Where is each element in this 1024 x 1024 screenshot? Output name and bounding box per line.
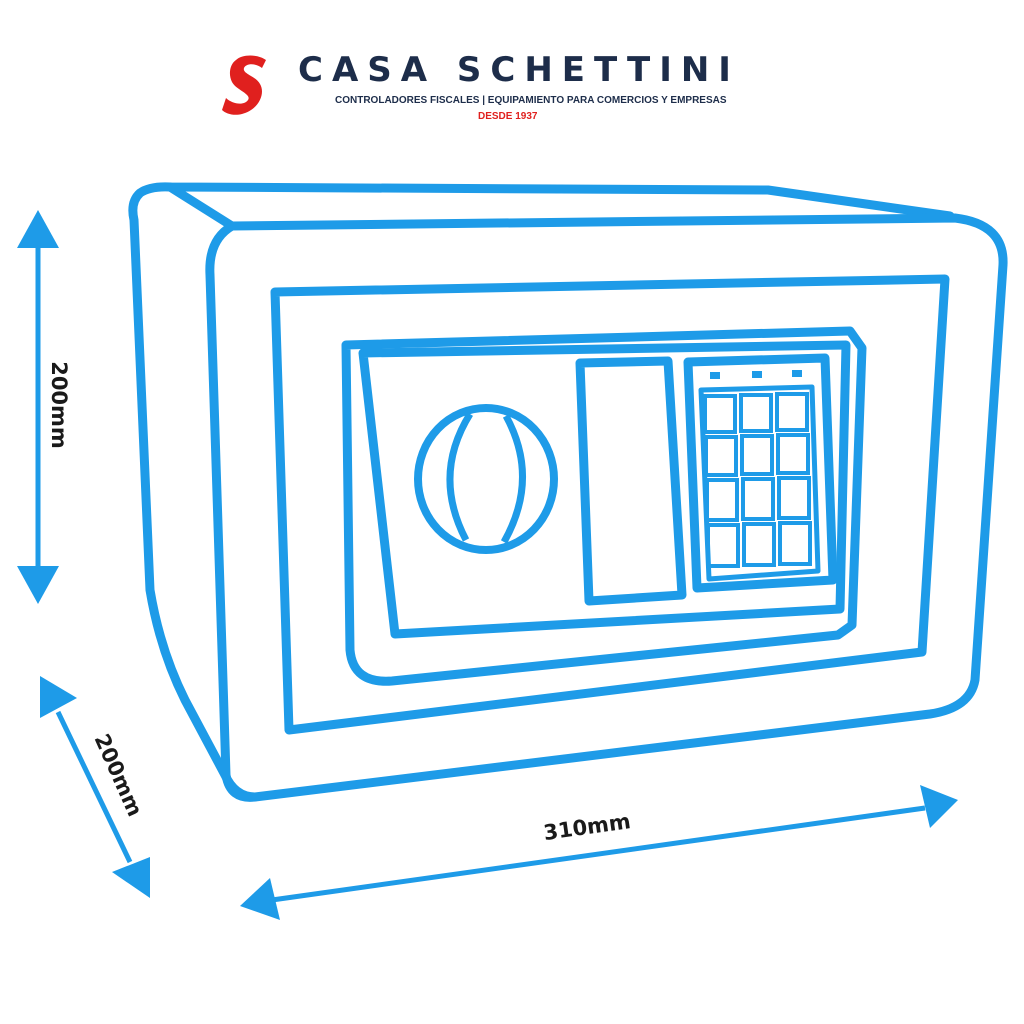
keypad-key <box>706 523 740 568</box>
keypad-key <box>777 476 811 520</box>
keypad-key <box>778 521 812 566</box>
safe-keypad-inner <box>698 384 821 582</box>
safe-front-face <box>205 213 1008 802</box>
keypad-key <box>705 478 739 522</box>
red-s-logo-icon <box>222 55 266 115</box>
arrow-up-icon <box>17 210 59 248</box>
brand-tagline: CONTROLADORES FISCALES | EQUIPAMIENTO PA… <box>335 95 727 106</box>
keypad-key <box>740 434 774 476</box>
safe-top-edge <box>165 182 237 231</box>
indicator-light-2 <box>752 371 762 378</box>
safe-lock-panel-inner <box>358 340 851 639</box>
brand-header: CASA SCHETTINI CONTROLADORES FISCALES | … <box>222 50 802 130</box>
depth-dimension-arrow <box>40 676 150 898</box>
depth-label: 200mm <box>90 730 148 820</box>
arrow-down-icon <box>17 566 59 604</box>
brand-name: CASA SCHETTINI <box>298 50 740 90</box>
safe-handle-recess <box>575 356 687 606</box>
dial-knob-icon <box>414 404 558 554</box>
arrow-left-icon <box>240 878 280 920</box>
arrow-right-icon <box>920 785 958 828</box>
height-label: 200mm <box>47 361 71 449</box>
keypad-key <box>704 435 738 477</box>
safe-lock-panel <box>341 326 867 686</box>
indicator-light-3 <box>792 370 802 377</box>
keypad-key <box>741 477 775 521</box>
keypad-key <box>739 393 773 433</box>
arrow-up-left-icon <box>40 676 77 718</box>
width-dimension-arrow <box>240 785 958 920</box>
indicator-light-1 <box>710 372 720 379</box>
brand-since: DESDE 1937 <box>478 111 538 122</box>
safe-keypad-frame <box>683 353 838 593</box>
indicator-lights <box>710 370 802 379</box>
keypad-keys <box>703 392 812 568</box>
keypad-key <box>742 522 776 567</box>
keypad-key <box>775 392 809 432</box>
safe-door-panel <box>270 274 950 735</box>
width-label: 310mm <box>542 809 632 845</box>
height-dimension-arrow <box>17 210 59 604</box>
keypad-key <box>703 394 737 434</box>
keypad-key <box>776 433 810 475</box>
arrow-down-right-icon <box>112 857 150 898</box>
